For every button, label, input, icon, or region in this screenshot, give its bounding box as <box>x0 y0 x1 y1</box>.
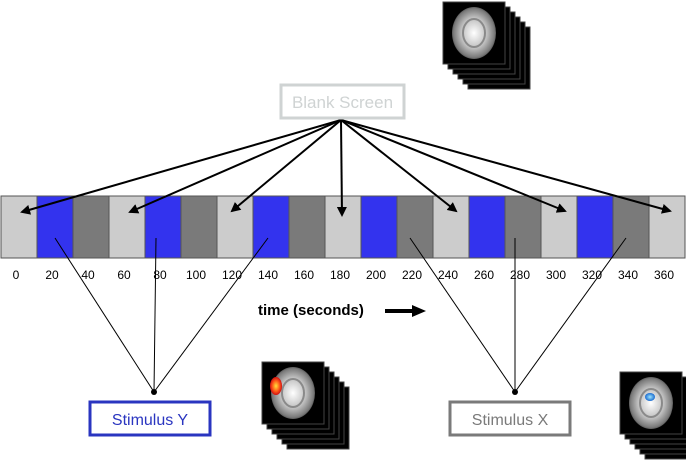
time-tick-label: 220 <box>402 268 422 282</box>
stimulus-x-link <box>514 237 627 393</box>
stimulus-x-label: Stimulus X <box>472 412 549 429</box>
brain-ventricle <box>639 388 663 418</box>
timeline-block-blank <box>432 195 470 259</box>
blank-screen-arrow <box>20 119 342 215</box>
timeline-block-blank <box>0 195 38 259</box>
timeline-block-stimulus-y <box>360 195 398 259</box>
time-tick-label: 300 <box>546 268 566 282</box>
time-tick-label: 0 <box>13 268 20 282</box>
stimulus-connection-lines <box>54 237 627 395</box>
brain-ventricle <box>281 378 305 408</box>
timeline-block-stimulus-y <box>468 195 506 259</box>
stimulus-y-label: Stimulus Y <box>112 412 189 429</box>
timeline-block-blank <box>648 195 686 259</box>
timeline-block-stimulus-y <box>252 195 290 259</box>
time-tick-label: 180 <box>330 268 350 282</box>
stimulus-x-link <box>409 237 516 393</box>
blank-screen-box: Blank Screen <box>279 83 406 120</box>
time-axis-label: time (seconds) <box>258 302 364 319</box>
timeline-block-blank <box>216 195 254 259</box>
time-tick-label: 120 <box>222 268 242 282</box>
link-junction <box>512 389 518 395</box>
time-tick-label: 260 <box>474 268 494 282</box>
blank-screen-arrow <box>230 119 342 213</box>
time-tick-label: 20 <box>45 268 59 282</box>
timeline-block-stimulus-x <box>504 195 542 259</box>
brain-scan-stack-icon <box>442 1 531 90</box>
time-tick-label: 340 <box>618 268 638 282</box>
blank-screen-arrow <box>340 119 458 213</box>
time-tick-label: 200 <box>366 268 386 282</box>
brain-ventricle <box>462 18 486 48</box>
blank-screen-arrow <box>340 119 672 214</box>
activation-spot <box>270 377 282 395</box>
timeline-block-stimulus-x <box>72 195 110 259</box>
time-tick-label: 280 <box>510 268 530 282</box>
brain-slice-image <box>271 367 315 419</box>
blank-screen-arrow <box>128 119 342 214</box>
time-tick-label: 80 <box>153 268 167 282</box>
stimulus-y-link <box>54 237 155 393</box>
blank-screen-arrows <box>20 119 672 217</box>
time-direction-arrow-icon <box>385 305 426 317</box>
timeline-block-blank <box>324 195 362 259</box>
link-junction <box>151 389 157 395</box>
time-tick-labels: 0 20 40 60 80 100 120 140 160 180 200 220 240 260 280 3… <box>13 268 675 282</box>
activation-spot <box>645 393 655 401</box>
time-tick-label: 360 <box>654 268 674 282</box>
timeline-block-stimulus-x <box>288 195 326 259</box>
timeline-block-stimulus-x <box>180 195 218 259</box>
brain-scan-stack-activation-icon <box>261 361 350 450</box>
brain-slice-image <box>629 377 673 429</box>
time-tick-label: 140 <box>258 268 278 282</box>
time-tick-label: 60 <box>117 268 131 282</box>
time-tick-label: 40 <box>81 268 95 282</box>
timeline-block-stimulus-y <box>144 195 182 259</box>
timeline-block-stimulus-x <box>396 195 434 259</box>
blank-screen-label: Blank Screen <box>292 93 393 112</box>
timeline-block-blank <box>540 195 578 259</box>
stimulus-y-link <box>153 237 269 393</box>
stimulus-x-box: Stimulus X <box>448 400 572 437</box>
brain-scan-stack-activation-icon <box>619 371 686 460</box>
stimulus-y-link <box>153 237 157 393</box>
brain-slice-image <box>452 7 496 59</box>
blank-screen-arrow <box>336 119 347 217</box>
blank-screen-arrow <box>340 119 567 213</box>
timeline-block-blank <box>108 195 146 259</box>
stimulus-y-box: Stimulus Y <box>88 400 212 437</box>
time-tick-label: 240 <box>438 268 458 282</box>
timeline-blocks <box>0 195 686 259</box>
time-tick-label: 100 <box>186 268 206 282</box>
time-tick-label: 160 <box>294 268 314 282</box>
timeline-block-stimulus-y <box>576 195 614 259</box>
